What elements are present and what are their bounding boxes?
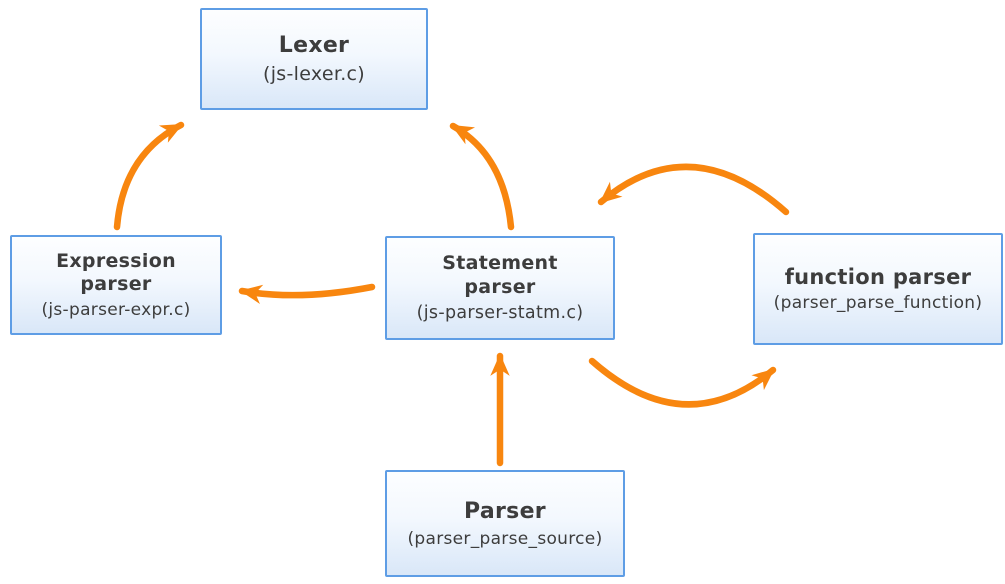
arrow-statement-parser-to-function-parser xyxy=(588,357,777,408)
node-statement-parser: Statement parser (js-parser-statm.c) xyxy=(385,236,615,340)
node-function-parser-subtitle: (parser_parse_function) xyxy=(773,293,983,314)
node-parser: Parser (parser_parse_source) xyxy=(385,470,625,577)
node-statement-parser-subtitle: (js-parser-statm.c) xyxy=(416,302,584,323)
node-parser-subtitle: (parser_parse_source) xyxy=(407,528,603,549)
node-lexer-subtitle: (js-lexer.c) xyxy=(263,62,365,85)
arrow-statement-parser-to-lexer xyxy=(449,122,515,231)
node-lexer: Lexer (js-lexer.c) xyxy=(200,8,428,110)
node-function-parser: function parser (parser_parse_function) xyxy=(753,233,1003,345)
arrow-expression-parser-to-lexer xyxy=(113,121,185,231)
arrow-function-parser-to-statement-parser xyxy=(597,163,790,216)
node-expression-parser: Expression parser (js-parser-expr.c) xyxy=(10,235,222,335)
node-parser-title: Parser xyxy=(464,499,546,525)
node-expression-parser-subtitle: (js-parser-expr.c) xyxy=(41,300,191,321)
node-lexer-title: Lexer xyxy=(278,33,350,59)
node-function-parser-title: function parser xyxy=(784,265,972,290)
arrow-statement-parser-to-expression-parser xyxy=(238,283,376,304)
node-expression-parser-title: Expression parser xyxy=(56,249,176,296)
node-statement-parser-title: Statement parser xyxy=(442,252,558,298)
